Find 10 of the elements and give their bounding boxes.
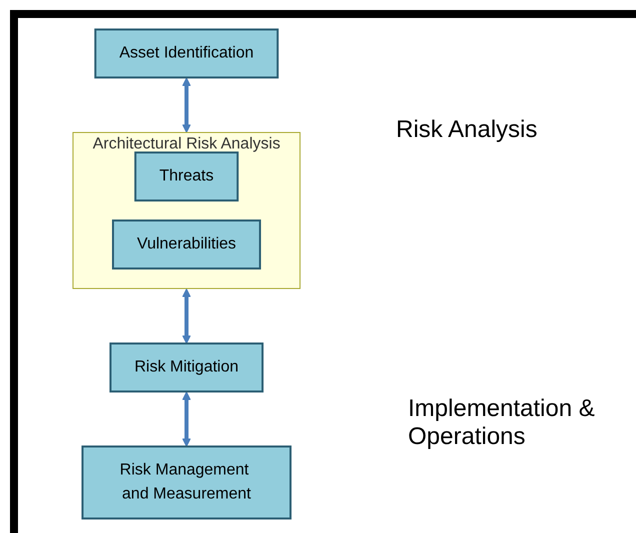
node-box: Vulnerabilities: [112, 220, 262, 270]
region-label: Risk Analysis: [396, 116, 538, 144]
arrow: [182, 288, 192, 344]
node-box: Risk Management and Measurement: [82, 446, 292, 520]
region-label: Implementation & Operations: [408, 395, 596, 451]
arrow: [182, 78, 192, 133]
node-box: Asset Identification: [94, 28, 280, 78]
node-box: Threats: [134, 152, 240, 202]
arrow: [182, 392, 192, 447]
node-box: Risk Mitigation: [110, 342, 264, 392]
